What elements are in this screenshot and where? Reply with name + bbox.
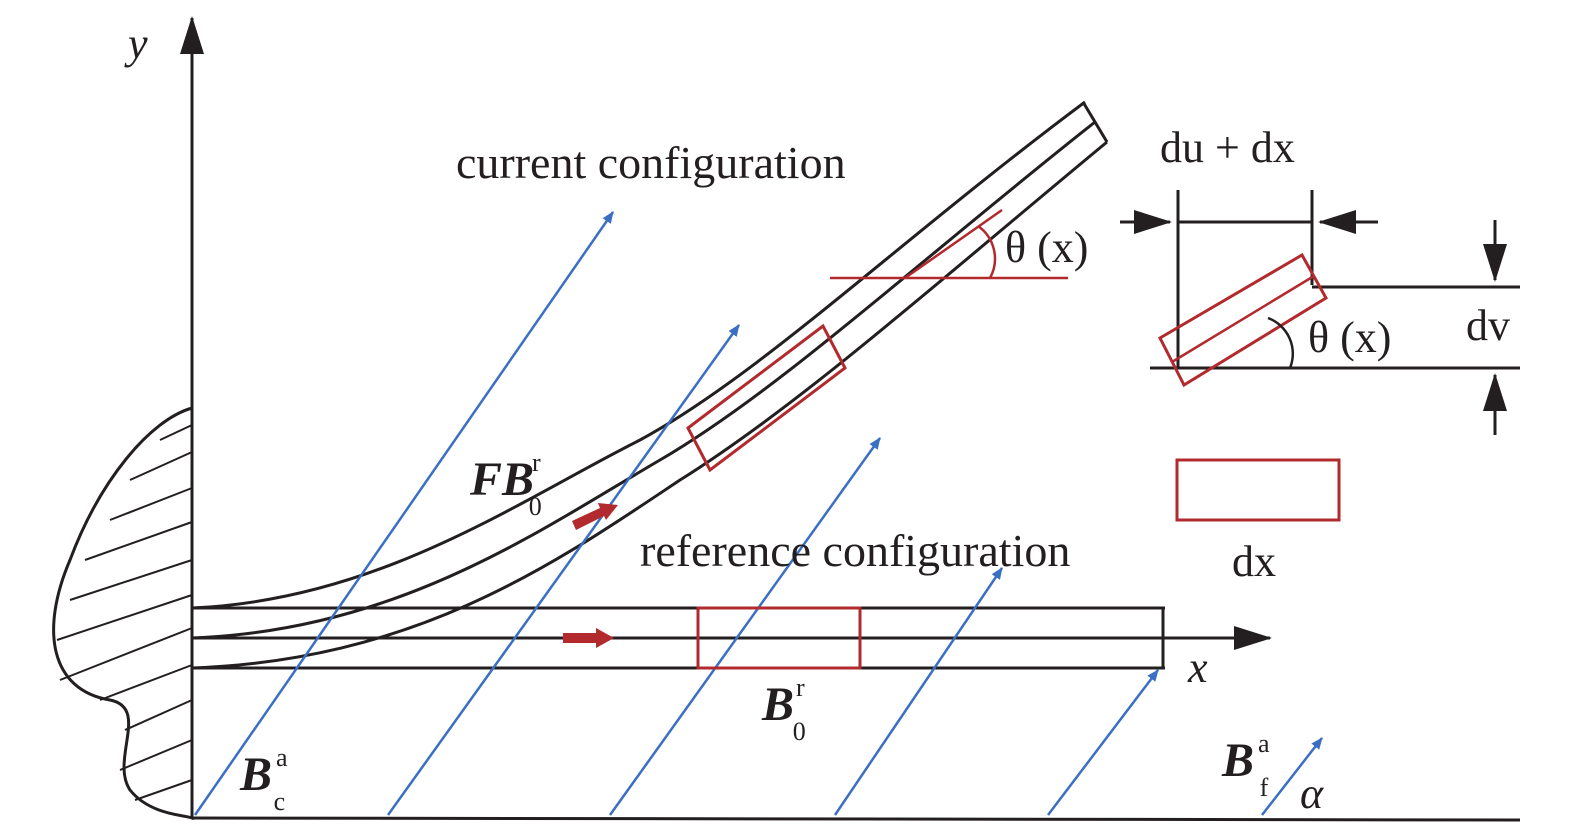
dx-label: dx — [1232, 537, 1276, 586]
inset-theta-arc — [1267, 316, 1295, 369]
field-arrow — [833, 567, 1004, 816]
field-arrows — [193, 211, 1323, 816]
dx-element — [1175, 458, 1341, 522]
flow-arrow-reference — [563, 628, 614, 648]
field-arrow — [608, 437, 882, 816]
ground-line — [191, 816, 1521, 822]
field-arrow — [1261, 737, 1323, 816]
reference-element — [696, 606, 862, 670]
reference-beam — [192, 606, 1165, 670]
du-dx-label: du + dx — [1160, 123, 1295, 172]
y-axis-label: y — [124, 19, 148, 68]
current-configuration-label: current configuration — [456, 137, 846, 188]
dv-label: dv — [1466, 301, 1510, 350]
inset-element-midline — [1171, 274, 1315, 364]
flow-arrows — [563, 503, 618, 648]
inset-rotated-element — [1158, 252, 1329, 388]
field-arrow — [193, 211, 615, 816]
flow-arrow-current — [572, 503, 618, 530]
theta-main-indicator — [830, 208, 1068, 280]
field-arrow — [1047, 669, 1159, 816]
theta-main-label: θ (x) — [1005, 223, 1088, 272]
profile-hatching — [56, 424, 193, 801]
x-axis-label: x — [1187, 643, 1208, 692]
reference-configuration-label: reference configuration — [640, 525, 1070, 576]
field-profile — [52, 406, 194, 821]
current-element — [686, 323, 847, 473]
theta-inset-label: θ (x) — [1308, 313, 1391, 362]
alpha-label: α — [1300, 769, 1324, 818]
field-arrow — [386, 324, 741, 816]
